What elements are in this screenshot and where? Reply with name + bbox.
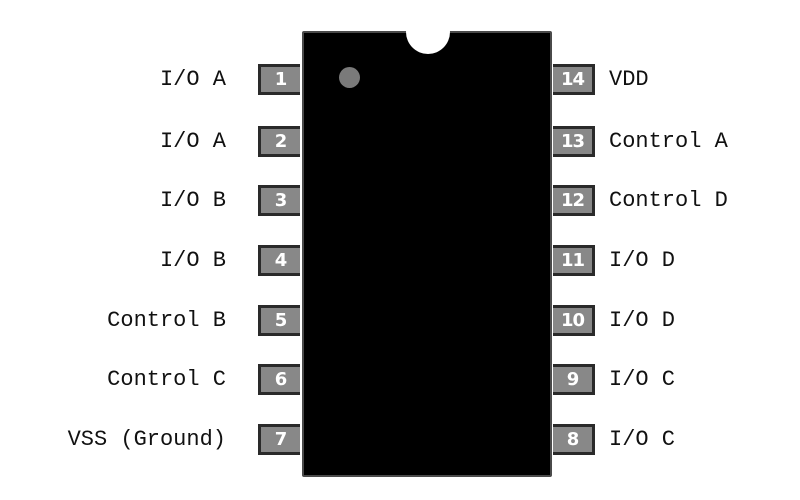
pin-6: 6 (258, 364, 300, 395)
pin-label-10: I/O D (609, 308, 676, 333)
pin-label-13: Control A (609, 129, 728, 154)
pin-label-8: I/O C (609, 427, 676, 452)
pin-label-14: VDD (609, 67, 649, 92)
chip-body (302, 31, 552, 477)
pin-label-7: VSS (Ground) (67, 427, 226, 452)
pin-13: 13 (553, 126, 595, 157)
pin-label-12: Control D (609, 188, 728, 213)
chip-notch (406, 10, 450, 54)
pin-8: 8 (553, 424, 595, 455)
pin-12: 12 (553, 185, 595, 216)
pin-label-9: I/O C (609, 367, 676, 392)
pin-3: 3 (258, 185, 300, 216)
pin-14: 14 (553, 64, 595, 95)
pin-4: 4 (258, 245, 300, 276)
pin-1: 1 (258, 64, 300, 95)
pin-2: 2 (258, 126, 300, 157)
pin-10: 10 (553, 305, 595, 336)
pin-label-4: I/O B (159, 248, 226, 273)
pin-label-6: Control C (107, 367, 226, 392)
pin-label-11: I/O D (609, 248, 676, 273)
pin-7: 7 (258, 424, 300, 455)
pin-11: 11 (553, 245, 595, 276)
pin-label-2: I/O A (159, 129, 226, 154)
pin-label-1: I/O A (159, 67, 226, 92)
pin-9: 9 (553, 364, 595, 395)
pin-5: 5 (258, 305, 300, 336)
pin-label-5: Control B (107, 308, 226, 333)
pin-label-3: I/O B (159, 188, 226, 213)
pin1-indicator-dot (339, 67, 360, 88)
